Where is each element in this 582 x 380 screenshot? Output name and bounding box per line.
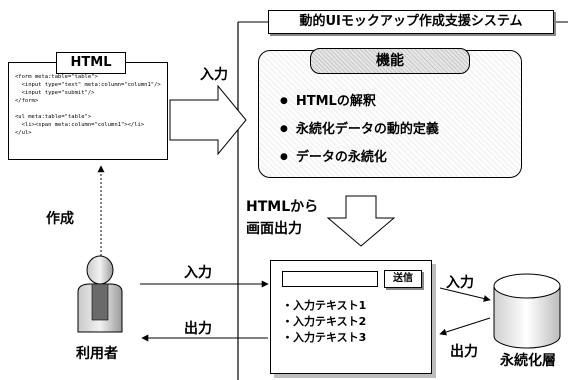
input-block-arrow — [169, 84, 247, 156]
code-line: <form meta:table="table"> — [15, 74, 98, 80]
function-item: 永続化データの動的定義 — [280, 116, 439, 144]
code-line: <ul meta:table="table"> — [15, 114, 92, 120]
code-line: <input type="text" meta:column="column1"… — [15, 82, 161, 88]
screen-text-input[interactable] — [282, 271, 378, 287]
render-block-arrow — [326, 195, 396, 247]
database-icon — [493, 273, 561, 349]
list-item: 入力テキスト3 — [282, 330, 366, 346]
screen-text-list: 入力テキスト1 入力テキスト2 入力テキスト3 — [282, 298, 366, 346]
code-line: </form> — [15, 98, 39, 104]
list-item: 入力テキスト2 — [282, 314, 366, 330]
code-line — [15, 105, 161, 113]
user-label: 利用者 — [76, 346, 118, 362]
function-item: HTMLの解釈 — [280, 88, 439, 116]
functions-title: 機能 — [310, 48, 470, 74]
html-code-box: <form meta:table="table"> <input type="t… — [8, 62, 168, 160]
db-output-label: 出力 — [450, 344, 478, 360]
db-input-label: 入力 — [446, 275, 474, 291]
html-box-label: HTML — [56, 52, 126, 74]
user-input-label: 入力 — [184, 265, 212, 281]
code-line: </ul> — [15, 130, 32, 136]
functions-list: HTMLの解釈 永続化データの動的定義 データの永続化 — [280, 88, 439, 172]
code-line: <li><span meta:column="column1"></li> — [15, 122, 145, 128]
user-icon — [77, 255, 123, 333]
html-to-screen-label-1: HTMLから — [246, 199, 319, 215]
code-line: <input type="submit"/> — [15, 90, 95, 96]
function-item: データの永続化 — [280, 144, 439, 172]
user-output-label: 出力 — [184, 321, 212, 337]
db-output-arrow — [439, 317, 491, 336]
submit-button[interactable]: 送信 — [384, 270, 422, 288]
system-title: 動的UIモックアップ作成支援システム — [268, 10, 554, 34]
db-label: 永続化層 — [500, 353, 556, 369]
create-label: 作成 — [46, 211, 74, 227]
input-label-top: 入力 — [200, 67, 228, 83]
html-to-screen-label-2: 画面出力 — [246, 221, 302, 237]
list-item: 入力テキスト1 — [282, 298, 366, 314]
db-input-arrow — [439, 287, 491, 302]
